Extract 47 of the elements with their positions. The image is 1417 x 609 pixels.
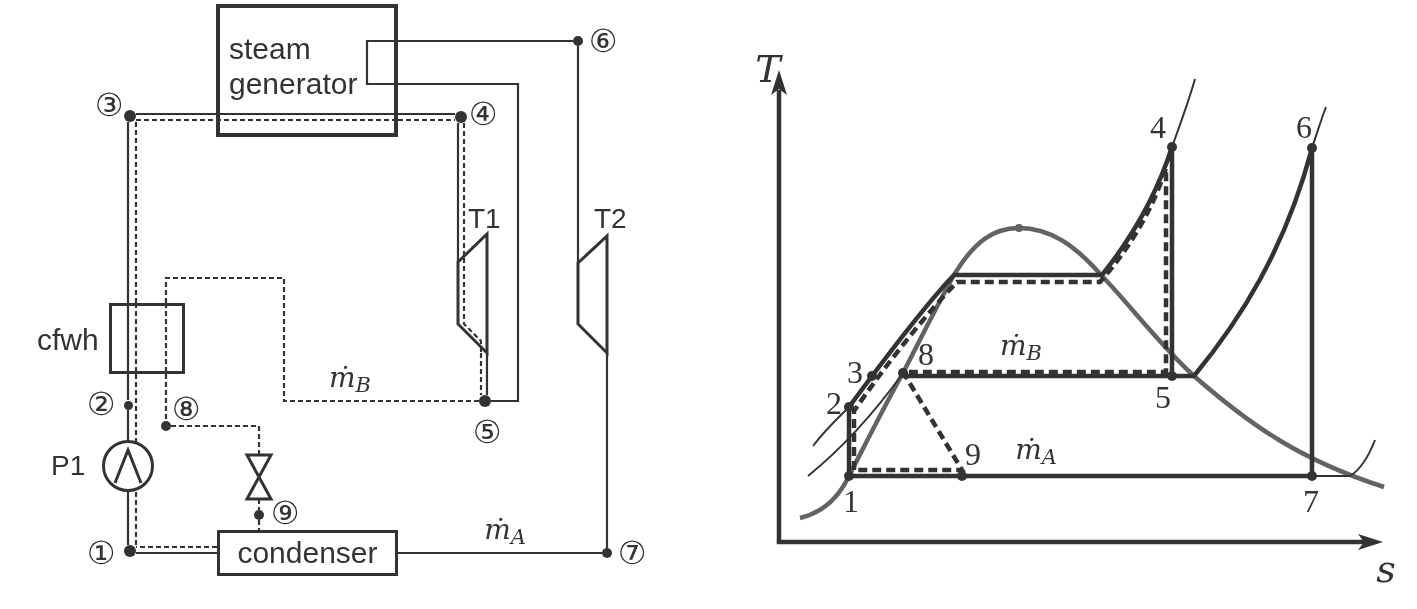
dashed-pipe-line xyxy=(398,118,455,122)
pipe-line xyxy=(576,46,580,263)
state-number: ③ xyxy=(94,89,124,121)
pipe-line xyxy=(136,551,217,555)
state-number: ⑦ xyxy=(617,537,647,569)
mass-flow-label: ṁ$_{A}$ xyxy=(484,511,526,549)
pipe-line xyxy=(398,112,455,116)
state-number: ⑨ xyxy=(270,497,300,529)
pipe-line xyxy=(126,410,130,441)
axis-label: T xyxy=(755,50,781,88)
pipe-line xyxy=(485,353,489,395)
mass-flow-label: ṁ$_{B}$ xyxy=(329,359,371,397)
dashed-pipe-line xyxy=(462,123,466,257)
state-number: ⑥ xyxy=(588,25,618,57)
dashed-pipe-line xyxy=(136,545,217,549)
pipe-line xyxy=(398,39,573,43)
axis-label: s xyxy=(1376,550,1396,588)
pipe-line xyxy=(126,122,130,303)
dashed-pipe-line xyxy=(164,374,168,421)
dashed-pipe-line xyxy=(171,424,261,454)
dashed-pipe-line xyxy=(134,374,138,443)
state-number: ② xyxy=(86,388,116,420)
component-label: T2 xyxy=(594,205,627,233)
dashed-pipe-line xyxy=(257,499,261,510)
pipe-line xyxy=(398,551,602,555)
condenser-box: condenser xyxy=(217,530,398,576)
pipe-line xyxy=(605,353,609,548)
state-number: ⑤ xyxy=(472,416,502,448)
valve-symbol xyxy=(246,453,272,501)
component-label: steam generator xyxy=(229,31,359,101)
dashed-pipe-line xyxy=(257,520,261,530)
dashed-pipe-line xyxy=(479,353,483,395)
component-label: T1 xyxy=(468,205,501,233)
dashed-pipe-line xyxy=(164,276,479,403)
component-label: P1 xyxy=(51,452,86,480)
pipe-line xyxy=(126,374,130,400)
pipe-line xyxy=(126,491,130,545)
dashed-pipe-line xyxy=(134,489,138,545)
dashed-pipe-line xyxy=(136,118,216,122)
dashed-pipe-line xyxy=(134,122,138,303)
state-number: ⑧ xyxy=(171,393,201,425)
pipe-line xyxy=(136,112,216,116)
state-number: ④ xyxy=(468,98,498,130)
state-number: ① xyxy=(86,537,116,569)
component-label: cfwh xyxy=(37,325,99,355)
pipe-line xyxy=(398,82,520,403)
pipe-line xyxy=(456,123,460,262)
